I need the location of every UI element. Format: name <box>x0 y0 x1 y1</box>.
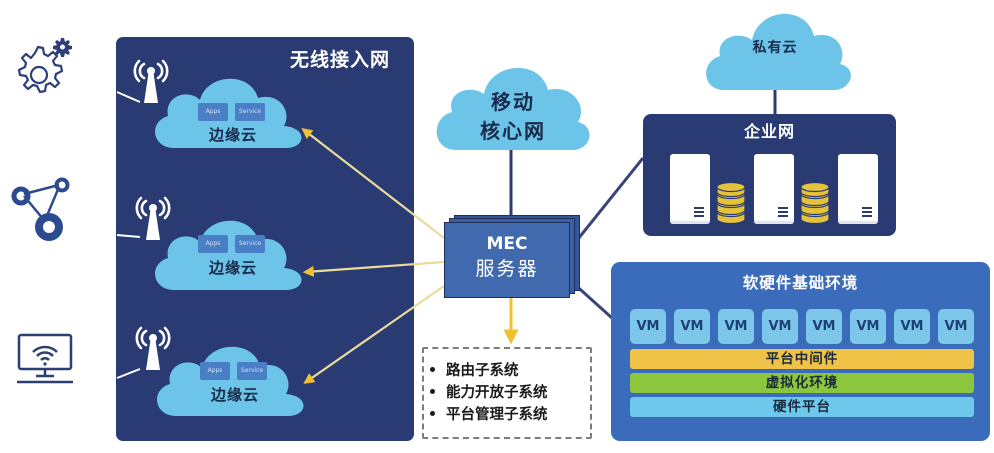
service-box: Service <box>235 235 265 253</box>
vm-box: VM <box>938 309 974 344</box>
mec-to-edge-cloud-arrow <box>302 260 445 277</box>
vm-box: VM <box>850 309 886 344</box>
bullet-icon <box>430 366 435 372</box>
apps-box: Apps <box>198 103 228 121</box>
private-cloud-label: 私有云 <box>752 40 798 56</box>
edge-cloud-1: Apps Service 边缘云 <box>180 95 286 145</box>
edge-cloud-3: Apps Service 边缘云 <box>182 362 288 412</box>
mec-server-box: MEC 服务器 <box>444 222 570 298</box>
monitor-wifi-icon <box>17 333 73 384</box>
mec-to-edge-cloud-arrow <box>303 285 445 384</box>
bullet-icon <box>430 410 435 416</box>
gears-icon <box>17 38 72 94</box>
private-cloud-shape <box>706 13 851 90</box>
vm-box: VM <box>630 309 666 344</box>
bullet-icon <box>430 388 435 394</box>
apps-box: Apps <box>200 362 230 380</box>
subsystems-box: 路由子系统 能力开放子系统 平台管理子系统 <box>422 347 592 439</box>
apps-box: Apps <box>198 235 228 253</box>
antenna-feed-line <box>116 91 141 103</box>
subsystem-item: 路由子系统 <box>430 360 548 382</box>
vm-box: VM <box>894 309 930 344</box>
mec-server-line2: 服务器 <box>475 258 539 280</box>
hardware-platform-layer: 硬件平台 <box>630 397 974 417</box>
vm-row: VM VM VM VM VM VM VM VM <box>630 309 974 344</box>
server-icon <box>838 154 878 224</box>
service-box: Service <box>235 103 265 121</box>
mobile-core-line1: 移动 <box>491 90 535 114</box>
radio-access-network-title: 无线接入网 <box>289 49 390 71</box>
enterprise-network-title: 企业网 <box>743 122 795 141</box>
mobile-core-network-label: 移动 核心网 <box>458 88 568 146</box>
vm-box: VM <box>762 309 798 344</box>
subsystem-item: 能力开放子系统 <box>430 382 548 404</box>
antenna-feed-line <box>116 368 141 379</box>
edge-cloud-2: Apps Service 边缘云 <box>180 235 286 285</box>
vm-box: VM <box>718 309 754 344</box>
antenna-feed-line <box>116 234 141 238</box>
server-icon <box>754 154 794 224</box>
server-icon <box>670 154 710 224</box>
edge-cloud-label: 边缘云 <box>208 259 257 277</box>
mobile-core-cloud-shape <box>436 67 590 150</box>
mec-to-edge-cloud-arrow <box>301 127 445 239</box>
radio-tower-icon <box>135 326 171 372</box>
virtualization-layer: 虚拟化环境 <box>630 373 974 393</box>
platform-middleware-layer: 平台中间件 <box>630 349 974 369</box>
subsystem-item: 平台管理子系统 <box>430 404 548 426</box>
edge-cloud-label: 边缘云 <box>208 126 257 144</box>
hw-sw-environment-title: 软硬件基础环境 <box>742 274 859 292</box>
mec-to-enterprise-line <box>572 157 645 245</box>
radio-tower-icon <box>135 196 171 242</box>
vm-box: VM <box>806 309 842 344</box>
radio-tower-icon <box>133 59 169 105</box>
mec-server-line1: MEC <box>486 234 528 254</box>
network-nodes-icon <box>11 177 70 241</box>
subsystems-list: 路由子系统 能力开放子系统 平台管理子系统 <box>430 360 548 426</box>
storage-stack-icon <box>716 182 746 224</box>
edge-cloud-label: 边缘云 <box>210 386 259 404</box>
mobile-core-line2: 核心网 <box>480 119 546 143</box>
vm-box: VM <box>674 309 710 344</box>
storage-stack-icon <box>800 182 830 224</box>
service-box: Service <box>237 362 267 380</box>
